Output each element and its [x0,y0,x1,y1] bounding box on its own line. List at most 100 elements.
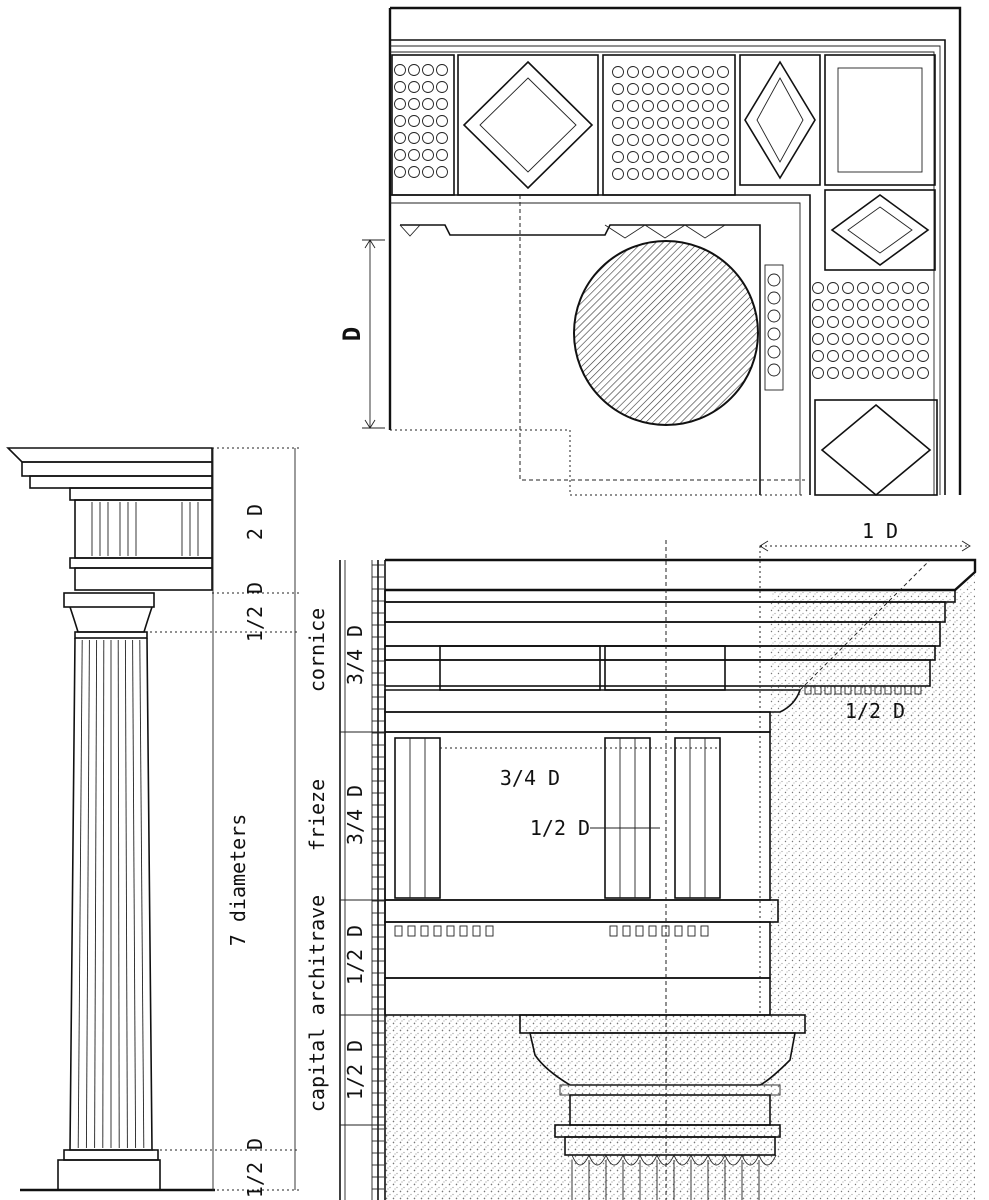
elevation-triglyphs [91,502,199,556]
flute [85,639,90,1149]
rosette [887,333,899,345]
rosette [687,168,699,180]
gutta [635,925,644,937]
gutta [394,925,403,937]
gutta [834,685,842,695]
rosette [872,333,884,345]
rosette [702,168,714,180]
rosette [612,168,624,180]
rosette [436,81,448,93]
rosette [872,299,884,311]
flute [94,639,98,1149]
gutta [420,925,429,937]
gutta [884,685,892,695]
rosette [812,316,824,328]
rosette [857,299,869,311]
rosette [842,316,854,328]
rosette [827,333,839,345]
rosette [422,81,434,93]
rosette [627,100,639,112]
rosette [917,299,929,311]
rosette [767,363,781,377]
gutta [904,685,912,695]
capital-label: capital [305,1028,329,1112]
rosette [842,282,854,294]
coffer-row-top [391,54,936,196]
rosette [657,66,669,78]
rosette [917,350,929,362]
capital-height-label: 1/2 D [243,582,267,642]
gutta [914,685,922,695]
rosette [657,151,669,163]
flute-top [724,1154,743,1166]
architrave-height-label: 1/2 D [343,925,367,985]
rosette [436,149,448,161]
rosette [408,115,420,127]
rosette [917,282,929,294]
rosette [887,367,899,379]
gutta [609,925,618,937]
rosette [436,166,448,178]
rosette [702,66,714,78]
base-height-label: 1/2 D [243,1138,267,1198]
rosette [872,367,884,379]
rosette [394,132,406,144]
rosette [612,151,624,163]
rosette [394,149,406,161]
rosette [702,151,714,163]
rosette [917,367,929,379]
frieze-triglyphs [394,737,721,899]
rosette [842,350,854,362]
flute [77,639,83,1149]
gutta [446,925,455,937]
gutta [814,685,822,695]
rosette [612,134,624,146]
diamond-coffers [462,60,938,497]
rosette [394,115,406,127]
rosette [612,66,624,78]
rosette [717,117,729,129]
scale-ticks [372,564,384,1190]
rosette [672,66,684,78]
flute-top [673,1154,692,1166]
rosette [857,316,869,328]
rosette [408,149,420,161]
rosette [627,168,639,180]
rosette [394,81,406,93]
frieze-height-label: 3/4 D [343,785,367,845]
gutta [459,925,468,937]
entablature-height-label: 2 D [243,504,267,540]
rosette [767,291,781,305]
rosette [902,299,914,311]
rosette [687,134,699,146]
triglyph [604,737,651,899]
rosette [857,367,869,379]
rosette [872,282,884,294]
rosette [408,132,420,144]
rosette [657,83,669,95]
rosette [702,117,714,129]
rosette [422,98,434,110]
rosette [887,316,899,328]
rosette [717,66,729,78]
entablature-detail: 1 D 1/2 D 3/4 D 1/2 D cornice [305,519,977,1200]
rosette [642,168,654,180]
rosette [887,282,899,294]
rosette [612,83,624,95]
rosette [902,333,914,345]
rosette [394,166,406,178]
gutta [854,685,862,695]
rosette [672,151,684,163]
rosette [422,64,434,76]
rosette [687,151,699,163]
flute-top [622,1154,641,1166]
rosette [422,115,434,127]
rosette [687,117,699,129]
rosette [627,151,639,163]
rosette [394,64,406,76]
capital-flutes [571,1154,777,1200]
rosette [642,117,654,129]
rosette [717,100,729,112]
rosette [627,134,639,146]
rosette [857,350,869,362]
